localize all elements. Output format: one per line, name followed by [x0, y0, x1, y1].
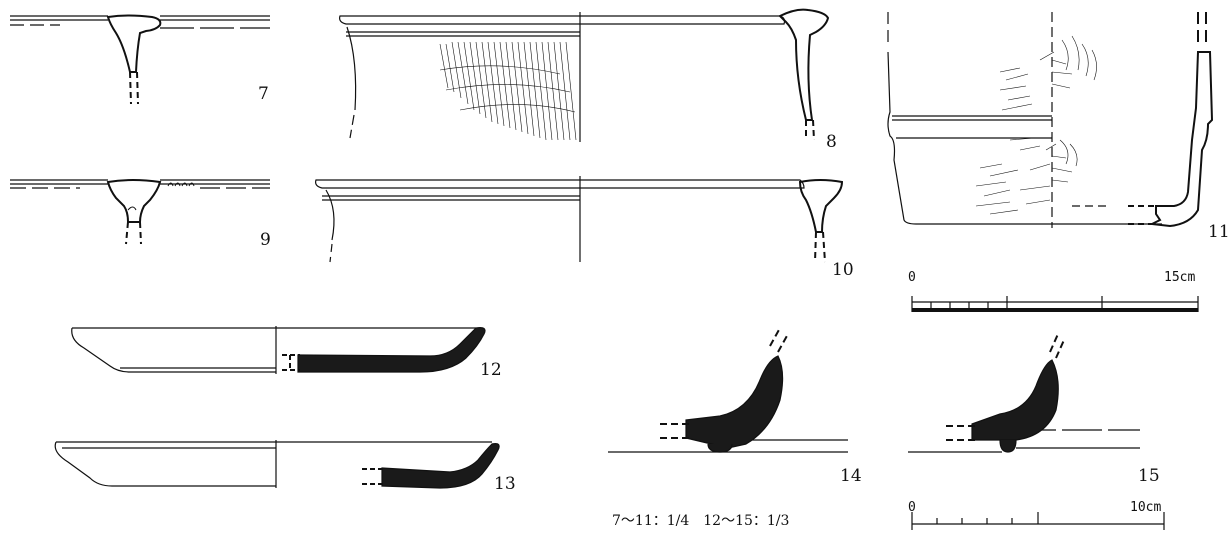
figure-label-15: 15 [1138, 466, 1160, 486]
dish-12-drawing [71, 326, 486, 374]
jar-10-drawing [315, 176, 844, 263]
figure-label-7: 7 [258, 84, 269, 104]
scale-lower-zero: 0 [908, 500, 916, 515]
dish-13-drawing [54, 440, 500, 489]
figure-label-13: 13 [494, 474, 516, 494]
vessel-11-drawing [887, 12, 1214, 228]
figure-label-14: 14 [840, 466, 862, 486]
figure-label-12: 12 [480, 360, 502, 380]
scale-upper-max: 15cm [1164, 270, 1196, 285]
scale-bar-15cm [911, 296, 1199, 312]
figure-label-9: 9 [260, 230, 271, 250]
figure-label-11: 11 [1208, 222, 1230, 242]
scale-bar-10cm [911, 512, 1165, 530]
jar-8-drawing [339, 8, 830, 142]
base-15-drawing [908, 333, 1140, 453]
scale-lower-max: 10cm [1130, 500, 1162, 515]
figure-label-8: 8 [826, 132, 837, 152]
scale-ratio-note: 7～11：1/4 12～15：1/3 [612, 513, 790, 529]
sherd-9-drawing [10, 179, 270, 245]
base-14-drawing [608, 327, 848, 453]
sherd-7-drawing [10, 14, 270, 105]
figure-label-10: 10 [832, 260, 854, 280]
scale-upper-zero: 0 [908, 270, 916, 285]
